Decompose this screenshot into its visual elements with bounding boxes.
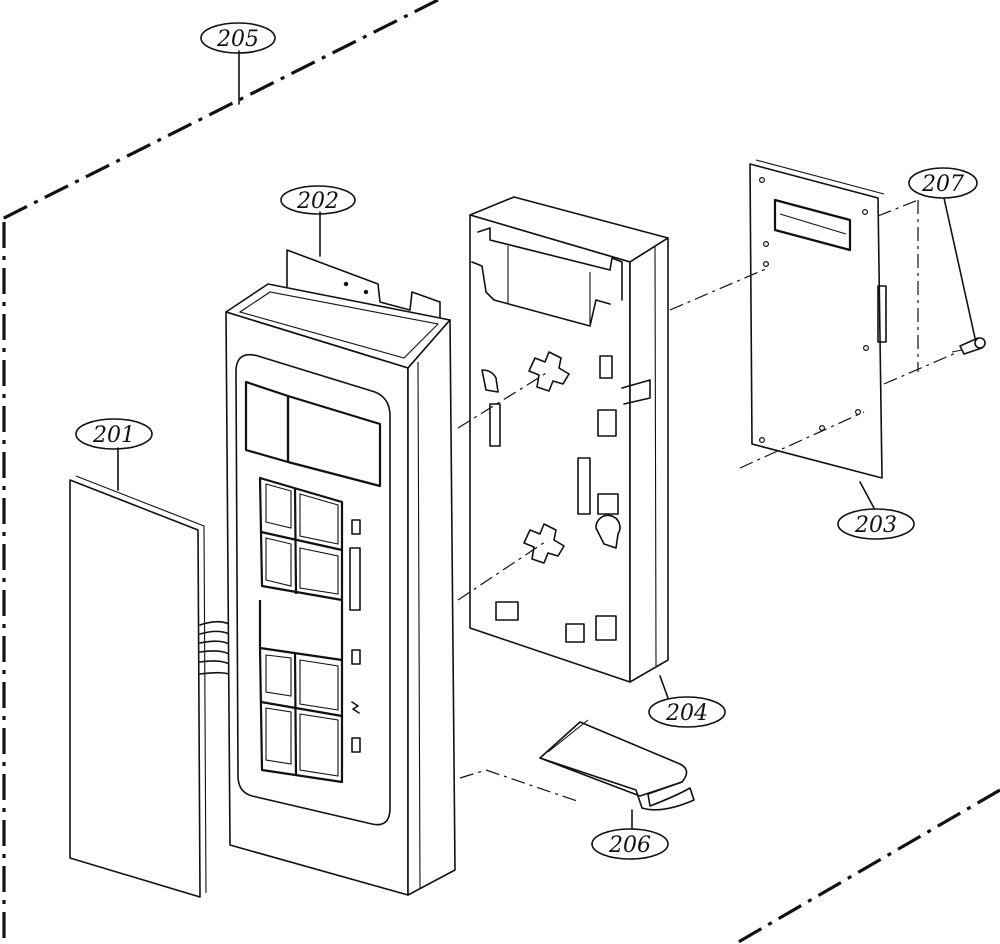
part-201-film-panel — [69, 475, 207, 898]
label-205: 205 — [200, 22, 276, 54]
svg-text:202: 202 — [296, 189, 339, 214]
svg-text:201: 201 — [92, 423, 135, 448]
svg-text:207: 207 — [921, 172, 964, 197]
label-202: 202 — [280, 185, 356, 215]
assembly-lines — [457, 199, 959, 803]
label-207: 207 — [908, 167, 978, 199]
svg-text:206: 206 — [608, 833, 651, 858]
part-206-clip — [539, 719, 695, 811]
label-203: 203 — [837, 508, 915, 540]
part-207-screw — [951, 337, 986, 355]
svg-text:204: 204 — [665, 701, 708, 726]
keypad-lower — [258, 600, 344, 784]
svg-text:203: 203 — [854, 513, 897, 538]
svg-text:205: 205 — [216, 27, 259, 52]
label-204: 204 — [648, 696, 726, 728]
part-202-control-panel — [225, 249, 456, 896]
part-203-circuit-board — [749, 159, 887, 479]
label-206: 206 — [591, 828, 669, 860]
leader-lines — [117, 50, 976, 829]
label-201: 201 — [75, 418, 153, 450]
part-204-rear-case — [469, 196, 669, 683]
